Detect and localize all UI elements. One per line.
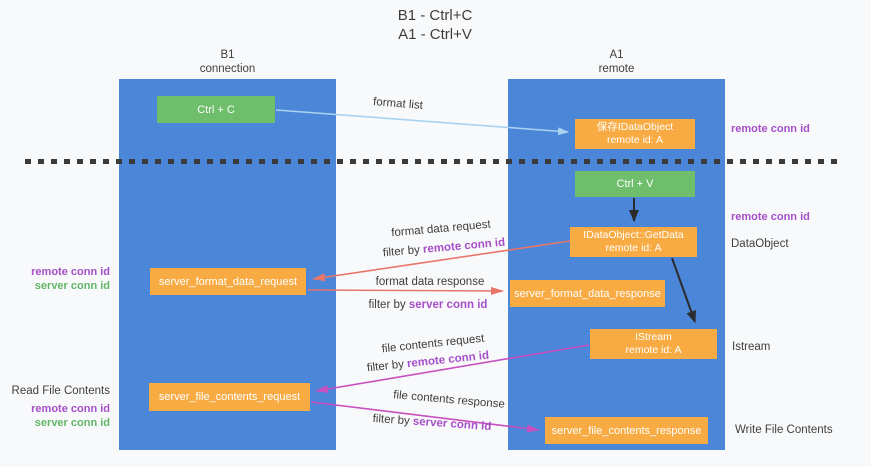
phase-separator-dashed-line	[25, 159, 840, 164]
format-data-response-filter-label: filter by server conn id	[369, 299, 488, 311]
istream-line1: IStream	[635, 331, 672, 343]
getdata-line1: IDataObject::GetData	[583, 229, 684, 241]
column-a1-name: A1	[609, 49, 624, 61]
right-remote-conn-id-top: remote conn id	[731, 123, 810, 135]
istream-line2: remote id: A	[625, 344, 682, 356]
left-remote-conn-id-top: remote conn id	[31, 266, 110, 278]
write-file-contents-annotation: Write File Contents	[735, 424, 833, 436]
title-line-1: B1 - Ctrl+C	[397, 7, 473, 24]
file-contents-response-filter-label: filter by server conn id	[372, 413, 491, 433]
format-data-request-filter-label: filter by remote conn id	[382, 237, 505, 260]
format-data-request-label: format data request	[390, 218, 492, 240]
title-line-2: A1 - Ctrl+V	[398, 26, 472, 43]
format-list-label: format list	[372, 96, 424, 112]
filter-by-prefix: filter by	[366, 358, 408, 375]
ctrl-c-box: Ctrl + C	[157, 96, 275, 123]
ctrl-v-box: Ctrl + V	[575, 171, 695, 197]
save-idataobject-line1: 保存IDataObject	[596, 121, 674, 133]
server-format-data-response-label: server_format_data_response	[514, 287, 661, 300]
left-server-conn-id-top: server conn id	[34, 280, 110, 292]
save-idataobject-line2: remote id: A	[606, 134, 663, 146]
filter-key-server-conn-id: server conn id	[412, 415, 492, 434]
filter-by-prefix: filter by	[372, 412, 414, 428]
idataobject-getdata-box: IDataObject::GetData remote id: A	[570, 227, 697, 257]
format-data-response-label: format data response	[375, 276, 485, 288]
column-b1-role: connection	[199, 63, 256, 75]
diagram-title: B1 - Ctrl+C A1 - Ctrl+V	[300, 6, 570, 44]
filter-key-server-conn-id: server conn id	[408, 299, 488, 311]
server-file-contents-response-box: server_file_contents_response	[545, 417, 708, 444]
right-remote-conn-id-mid: remote conn id	[731, 211, 810, 223]
column-header-b1: B1 connection	[119, 48, 336, 76]
dataobject-annotation: DataObject	[731, 238, 789, 250]
server-format-data-request-label: server_format_data_request	[158, 275, 298, 288]
ctrl-c-label: Ctrl + C	[197, 103, 235, 116]
filter-key-remote-conn-id: remote conn id	[406, 349, 490, 371]
left-server-conn-id-bottom: server conn id	[34, 417, 110, 429]
istream-annotation: Istream	[732, 341, 771, 353]
save-idataobject-box: 保存IDataObject remote id: A	[575, 119, 695, 149]
server-file-contents-response-label: server_file_contents_response	[551, 424, 702, 437]
istream-box: IStream remote id: A	[590, 329, 717, 359]
read-file-contents-annotation: Read File Contents	[11, 385, 110, 397]
file-contents-response-label: file contents response	[392, 389, 506, 411]
server-file-contents-request-label: server_file_contents_request	[158, 391, 301, 403]
server-format-data-request-box: server_format_data_request	[150, 268, 306, 295]
server-file-contents-request-box: server_file_contents_request	[149, 383, 310, 411]
left-remote-conn-id-bottom: remote conn id	[31, 403, 110, 415]
filter-by-prefix: filter by	[382, 243, 424, 260]
column-a1-role: remote	[598, 63, 635, 75]
filter-key-remote-conn-id: remote conn id	[422, 236, 506, 256]
getdata-line2: remote id: A	[605, 242, 662, 254]
format-data-response-arrow	[307, 286, 504, 295]
filter-by-prefix: filter by	[368, 299, 409, 311]
column-header-a1: A1 remote	[508, 48, 725, 76]
column-b1-name: B1	[220, 49, 235, 61]
server-format-data-response-box: server_format_data_response	[510, 280, 665, 307]
ctrl-v-label: Ctrl + V	[616, 178, 654, 190]
